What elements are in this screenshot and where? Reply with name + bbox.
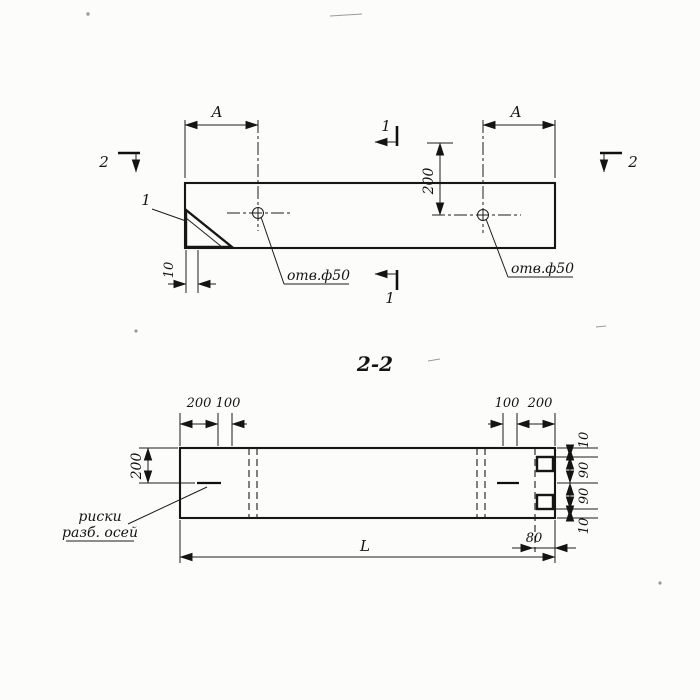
dim-L-label: L <box>359 537 370 555</box>
dim-a-right-label: A <box>509 103 522 121</box>
dim-top-right-100: 100 <box>495 396 520 411</box>
section-mark-2-left: 2 <box>98 151 141 173</box>
hole-right <box>432 120 521 233</box>
notch-bottom <box>535 493 555 511</box>
section-view-2-2: риски разб. осей 200 200 100 <box>62 396 598 563</box>
detail-callout: 1 <box>141 191 187 222</box>
dimension-a-left: A <box>184 103 259 178</box>
hole-label-left: отв.ф50 <box>260 216 350 285</box>
section-outline <box>178 446 557 520</box>
plan-view: 1 A A 200 <box>98 103 638 307</box>
section-mark-1-top: 1 <box>374 117 399 147</box>
hole-left-circle <box>252 207 264 219</box>
section-title: 2-2 <box>356 352 393 376</box>
dim-right-10-bottom: 10 <box>577 518 592 535</box>
dimension-chain-right: 10 90 90 10 <box>556 432 598 535</box>
dim-80-label: 80 <box>526 531 543 546</box>
hole-left <box>227 120 291 231</box>
hole-right-text: отв.ф50 <box>511 261 574 277</box>
dimension-height-200: 200 <box>129 447 195 484</box>
dimensions-top-right: 100 200 <box>488 396 556 446</box>
detail-callout-label: 1 <box>141 191 151 209</box>
dim-height-200-label: 200 <box>129 453 145 481</box>
hidden-joint-lines <box>248 448 536 552</box>
leader-line <box>151 208 187 222</box>
hole-label-right: отв.ф50 <box>485 218 574 278</box>
dim-top-left-100: 100 <box>216 396 241 411</box>
section-mark-2-right: 2 <box>599 151 638 173</box>
hole-right-circle <box>477 209 489 221</box>
dim-top-left-200: 200 <box>186 396 212 411</box>
section-2-right-label: 2 <box>627 153 638 171</box>
leader-line <box>127 486 208 525</box>
axis-marks-label: риски разб. осей <box>62 486 208 542</box>
dimension-length-L: L <box>179 520 556 563</box>
dimension-10: 10 <box>162 250 216 293</box>
axis-label-line2: разб. осей <box>62 525 138 541</box>
dim-200-label: 200 <box>421 168 437 196</box>
section-mark-1-bottom: 1 <box>374 269 399 307</box>
notch-top <box>535 455 555 473</box>
end-notches <box>535 455 555 511</box>
scan-noise <box>86 12 662 585</box>
hole-left-text: отв.ф50 <box>287 268 350 284</box>
dimension-200-vertical: 200 <box>421 142 453 216</box>
dim-10-label: 10 <box>162 262 177 279</box>
dim-right-10-top: 10 <box>577 432 592 449</box>
dim-right-90-bottom: 90 <box>577 488 592 505</box>
section-1-bottom-label: 1 <box>385 289 395 307</box>
dimensions-top-left: 200 100 <box>179 396 247 446</box>
dimension-a-right: A <box>482 103 556 178</box>
dim-a-left-label: A <box>210 103 223 121</box>
corner-detail-triangle <box>184 207 236 249</box>
section-2-left-label: 2 <box>98 153 109 171</box>
dim-top-right-200: 200 <box>527 396 553 411</box>
dim-right-90-top: 90 <box>577 462 592 479</box>
section-1-top-label: 1 <box>381 117 391 135</box>
axis-label-line1: риски <box>78 509 121 525</box>
